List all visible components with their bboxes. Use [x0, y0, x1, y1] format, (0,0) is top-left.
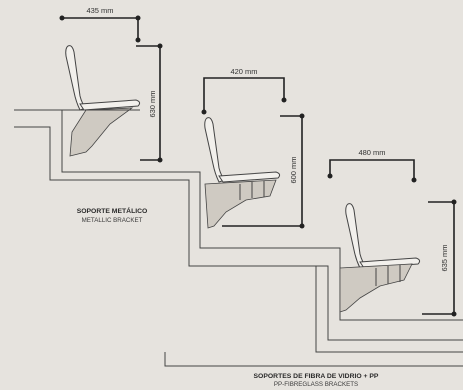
dim-dot	[135, 15, 141, 21]
dim-dot	[157, 157, 163, 163]
dim-dot	[59, 15, 65, 21]
seat-1-metal-bracket	[69, 107, 134, 157]
seat-1-height-dimension	[136, 45, 161, 161]
caption-metal-title: SOPORTE METÁLICO	[77, 206, 148, 215]
seat-1: 435 mm 630 mm	[59, 6, 163, 163]
seat-3-height-dimension	[422, 201, 455, 315]
seat-1-height-label: 630 mm	[148, 90, 157, 117]
step-outline-2	[14, 126, 463, 341]
dim-dot	[201, 109, 207, 115]
seat-2: 420 mm 600 mm	[201, 67, 305, 229]
seat-3-fibreglass-bracket	[339, 263, 413, 313]
seat-1-width-dimension	[62, 17, 139, 40]
dim-dot	[451, 199, 457, 205]
seat-2-cushion	[218, 171, 281, 183]
dim-dot	[135, 37, 141, 43]
seat-2-width-label: 420 mm	[230, 67, 257, 76]
dim-dot	[327, 173, 333, 179]
seat-2-fibreglass-bracket	[204, 179, 277, 229]
seat-1-width-label: 435 mm	[86, 6, 113, 15]
seat-3: 480 mm 635 mm	[327, 148, 457, 317]
seat-2-backrest	[204, 117, 226, 183]
seat-3-width-dimension	[329, 159, 415, 180]
caption-fibre-subtitle: PP-FIBREGLASS BRACKETS	[274, 381, 358, 388]
seat-3-height-label: 635 mm	[440, 244, 449, 271]
dim-dot	[157, 43, 163, 49]
dim-dot	[299, 113, 305, 119]
dim-dot	[281, 97, 287, 103]
dim-dot	[299, 223, 305, 229]
seat-1-cushion	[79, 99, 141, 111]
seat-3-cushion	[359, 257, 421, 269]
dim-dot	[451, 311, 457, 317]
step-outline-3	[315, 266, 463, 353]
seat-2-width-dimension	[203, 77, 285, 112]
seat-3-width-label: 480 mm	[358, 148, 385, 157]
seat-2-height-dimension	[222, 115, 303, 227]
dim-dot	[411, 177, 417, 183]
seat-3-backrest	[345, 203, 367, 269]
caption-metal-subtitle: METALLIC BRACKET	[82, 217, 143, 224]
caption-fibre-title: SOPORTES DE FIBRA DE VIDRIO + PP	[254, 373, 379, 380]
step-outline-4	[164, 352, 463, 367]
seat-2-height-label: 600 mm	[289, 156, 298, 183]
seat-1-backrest	[65, 45, 87, 111]
